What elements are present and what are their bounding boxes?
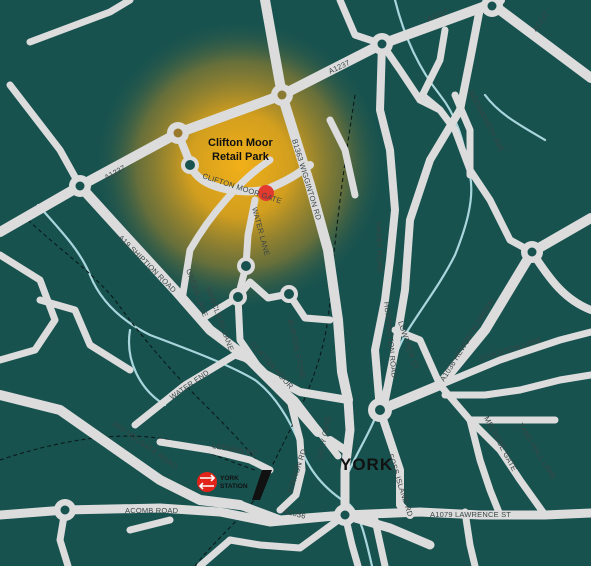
retail-park-label-line2: Retail Park bbox=[212, 151, 270, 163]
road-green-lane bbox=[178, 156, 274, 324]
road-station-rd bbox=[276, 396, 306, 514]
road-rawcliffe-lane bbox=[234, 278, 334, 324]
road-north-y bbox=[416, 26, 449, 104]
road-huntington bbox=[381, 4, 484, 404]
roundabout-a1237-west bbox=[69, 175, 91, 197]
rail-logo-arrows bbox=[198, 474, 216, 490]
roundabout-acomb bbox=[54, 499, 76, 521]
label-haxby-road: HAXBY ROAD bbox=[374, 222, 385, 274]
station-label-line1: YORK bbox=[220, 475, 239, 482]
road-east-2 bbox=[441, 371, 591, 399]
river-tributary bbox=[483, 93, 547, 142]
roundabout-rawcliffe bbox=[229, 288, 247, 306]
roundabout-retail-loop bbox=[181, 156, 199, 174]
retail-park-label-line1: Clifton Moor bbox=[208, 137, 273, 149]
road-tang-hall bbox=[466, 416, 549, 519]
road-east-ring bbox=[461, 508, 479, 566]
river-side-branch bbox=[127, 328, 167, 407]
roundabout-burton bbox=[280, 285, 298, 303]
road-foss-island bbox=[376, 406, 414, 519]
road-west-c bbox=[36, 296, 134, 374]
rail-east bbox=[259, 94, 356, 491]
road-clifton-moor-south bbox=[258, 368, 352, 404]
road-north-east bbox=[378, 40, 444, 114]
railways bbox=[0, 94, 356, 566]
road-a1237-east bbox=[487, 0, 591, 83]
road-south-west bbox=[126, 516, 174, 534]
retail-park-glow bbox=[92, 17, 388, 313]
roundabout-clifton-moor bbox=[167, 122, 189, 144]
road-west-a bbox=[6, 81, 84, 190]
roundabout-city-south bbox=[334, 504, 356, 526]
road-haxby bbox=[371, 40, 399, 414]
station-label-line2: STATION bbox=[220, 483, 248, 490]
river-ouse bbox=[36, 203, 374, 566]
road-south-spur bbox=[196, 536, 234, 566]
roundabout-water-lane bbox=[237, 257, 255, 275]
roundabout-wigginton bbox=[271, 84, 293, 106]
road-dodsworth bbox=[451, 91, 474, 179]
road-leeman bbox=[156, 438, 274, 474]
roundabout-city-north bbox=[368, 398, 392, 422]
rail-south bbox=[194, 494, 259, 566]
road-south-2 bbox=[371, 516, 389, 566]
roundabout-heworth bbox=[521, 241, 543, 263]
road-north-tiny bbox=[326, 116, 359, 199]
road-stockton-lane bbox=[436, 328, 591, 389]
roundabout-haxby bbox=[371, 33, 393, 55]
road-bootham bbox=[326, 436, 349, 454]
rail-logo-icon bbox=[197, 472, 217, 492]
road-lowther bbox=[391, 326, 444, 389]
road-melrose-gate bbox=[466, 416, 504, 519]
rail-north bbox=[27, 219, 261, 466]
rail-west bbox=[0, 435, 256, 471]
road-a1036-heworth bbox=[375, 213, 591, 415]
city-label-york: YORK bbox=[340, 455, 393, 474]
roundabout-a1237-ne bbox=[481, 0, 503, 17]
road-blossom bbox=[226, 511, 349, 552]
roundabouts bbox=[54, 0, 543, 526]
road-water-lane bbox=[234, 196, 259, 301]
road-west-b bbox=[0, 251, 59, 364]
label-lawrence-st: A1079 LAWRENCE ST bbox=[430, 510, 511, 519]
york-station-marker[interactable]: YORK STATION bbox=[197, 470, 272, 500]
road-water-end bbox=[131, 351, 254, 429]
station-platform-icon bbox=[252, 470, 272, 500]
label-acomb-road: ACOMB ROAD bbox=[125, 506, 179, 515]
road-hull-1 bbox=[436, 381, 559, 424]
retail-park-marker[interactable] bbox=[258, 185, 274, 201]
road-a1079-lawrence bbox=[340, 507, 591, 520]
road-a59-holgate bbox=[0, 390, 245, 510]
road-top-left bbox=[26, 0, 134, 46]
